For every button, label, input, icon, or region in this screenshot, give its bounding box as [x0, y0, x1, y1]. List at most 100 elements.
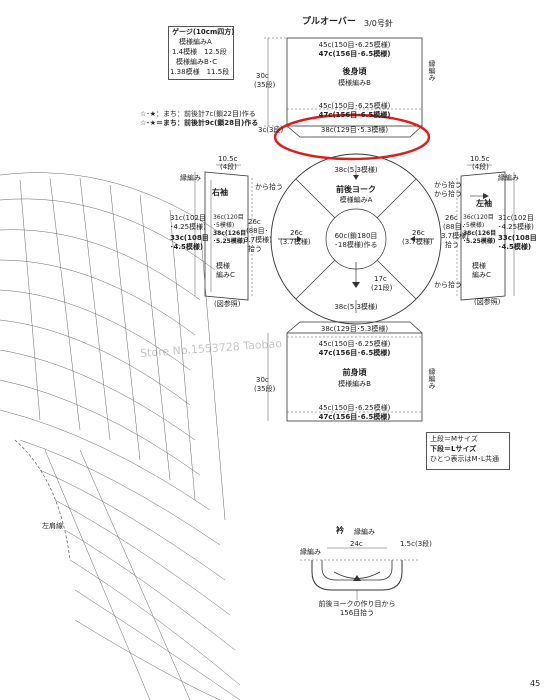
right-sleeve-width: 10.5c	[218, 155, 238, 163]
pullover-title: プルオーバー	[302, 17, 356, 27]
size-note-box	[426, 432, 510, 470]
right-sleeve-width-rows: (4段)	[220, 163, 237, 171]
left-sleeve-pick-count: 26c	[445, 214, 458, 222]
right-sleeve-height-m: 31c(102目	[170, 214, 206, 222]
yoke-right: 26c	[412, 229, 425, 237]
front-label: 前身頃	[342, 368, 367, 377]
left-sleeve-height-l2: ･4.5模様)	[498, 243, 532, 251]
back-ribbing: 縁編み	[428, 60, 436, 81]
left-sleeve-inner-l2: ･5.25模様)	[463, 238, 496, 245]
right-sleeve-pick: から拾う	[255, 183, 283, 191]
back-bottom-l: 47c(156目･6.5模様)	[318, 111, 391, 119]
left-sleeve-inner-l: 38c(126目	[463, 230, 497, 237]
left-sleeve-pattern: 模様	[472, 262, 486, 270]
left-sleeve-pick-count4: 拾う	[445, 241, 459, 249]
front-top-m: 45c(150目･6.25模様)	[318, 340, 391, 348]
right-sleeve-inner-l: 38c(126目	[213, 230, 247, 237]
front-pattern: 模様編みB	[338, 380, 371, 388]
yoke-center-chain2: ･18模様)作る	[334, 241, 378, 249]
left-sleeve-inner-m: 36c(120目	[463, 214, 494, 221]
right-sleeve-title: 右袖	[212, 188, 228, 197]
right-sleeve-pick-count4: 拾う	[248, 245, 262, 253]
right-sleeve-ribbing: 縁編み	[180, 174, 201, 182]
front-height: 30c	[256, 376, 269, 384]
note-l: ☆･★＝まち：前後計9c(鎖28目)作る	[140, 119, 259, 127]
left-sleeve-pick-mid: から拾う	[434, 190, 462, 198]
note-m: ☆･★：まち：前後計7c(鎖22目)作る	[140, 110, 256, 118]
yoke-right-pattern: (3.7模様)	[402, 238, 433, 246]
gauge-line: 1.4模様 12.5段	[172, 48, 227, 56]
collar-pick: 前後ヨークの作り目から	[318, 600, 396, 608]
back-top-m: 45c(150目･6.25模様)	[318, 41, 391, 49]
yoke-depth: 17c	[374, 275, 387, 283]
left-sleeve-pattern2: 編みC	[472, 271, 491, 279]
right-sleeve-inner-m: 36c(120目	[213, 214, 244, 221]
collar-pick2: 156目拾う	[339, 609, 375, 617]
size-note-m: 上段＝Mサイズ	[430, 435, 478, 443]
right-sleeve-inner-m2: ･5模様)	[213, 222, 235, 229]
right-sleeve-pattern2: 編みC	[216, 271, 235, 279]
back-top-l: 47c(156目･6.5模様)	[318, 50, 391, 58]
page-number: 45	[530, 679, 541, 688]
back-panel-outline	[286, 37, 423, 127]
left-sleeve-ref: (図参照)	[474, 298, 501, 306]
front-height-rows: (35段)	[254, 385, 276, 393]
left-sleeve-height-l: 33c(108目	[498, 234, 537, 242]
left-sleeve-inner-m2: ･5模様)	[463, 222, 485, 229]
left-sleeve-pick-count3: 3.7模様)	[441, 232, 469, 240]
left-sleeve-ribbing: 縁編み	[498, 174, 519, 182]
back-pattern: 模様編みB	[338, 79, 371, 87]
right-sleeve-pick-count2: (88目･	[246, 227, 269, 235]
right-sleeve-pattern: 模様	[216, 262, 230, 270]
right-sleeve-height-l: 33c(108目	[170, 234, 209, 242]
left-sleeve-title: 左袖	[476, 199, 492, 208]
gauge-line: 模様編みA	[179, 38, 212, 46]
left-sleeve-width-rows: (4段)	[472, 163, 489, 171]
gauge-box	[168, 26, 234, 80]
collar-side: 1.5c(3段)	[400, 540, 432, 548]
yoke-left: 26c	[290, 229, 303, 237]
back-side-rows: 3c(3段)	[258, 126, 284, 134]
gauge-line: 模様編みB･C	[176, 58, 218, 66]
left-sleeve-pick-bottom: から拾う	[434, 281, 462, 289]
collar-title: 衿	[336, 526, 344, 535]
right-sleeve-height-m2: ･4.25模様)	[170, 223, 206, 231]
front-panel-outline	[286, 332, 423, 422]
right-sleeve-ref: (図参照)	[214, 300, 241, 308]
front-top-l: 47c(156目･6.5模様)	[318, 349, 391, 357]
left-sleeve-pick-top: から拾う	[434, 181, 462, 189]
front-ribbing: 縁編み	[428, 368, 436, 389]
right-sleeve-pick-count3: 3.7模様)	[244, 236, 272, 244]
yoke-bottom: 38c(5.3模様)	[334, 303, 378, 311]
size-note-l: 下段＝Lサイズ	[430, 445, 477, 453]
front-bottom-m: 45c(150目･6.25模様)	[318, 404, 391, 412]
right-sleeve-outline	[204, 171, 249, 301]
hook-size: 3/0号針	[364, 19, 393, 28]
right-sleeve-inner-l2: ･5.25模様)	[213, 238, 246, 245]
front-bottom-l: 47c(156目･6.5模様)	[318, 413, 391, 421]
yoke-pattern: 模様編みA	[339, 196, 373, 204]
left-sleeve-width: 10.5c	[470, 155, 490, 163]
back-height: 30c	[256, 72, 269, 80]
left-sleeve-pick-count2: (88目･	[443, 223, 466, 231]
stitch-chart	[0, 172, 241, 700]
collar-width: 24c	[350, 540, 363, 548]
gauge-line: 1.38模様 11.5段	[170, 68, 230, 76]
front-neck: 38c(129目･5.3模様)	[320, 325, 389, 333]
gauge-title: ゲージ(10cm四方)	[172, 28, 235, 36]
yoke-depth-rows: (21段)	[371, 284, 393, 292]
yoke-center-chain: 60c(鎖180目	[334, 232, 378, 240]
yoke-top: 38c(5.3模様)	[334, 166, 378, 174]
shoulder-line-label: 左肩線	[42, 522, 63, 530]
highlight-ellipse	[273, 113, 431, 161]
left-sleeve-height-m2: ･4.25模様)	[498, 223, 534, 231]
left-sleeve-outline	[460, 171, 506, 301]
back-label: 後身頃	[342, 67, 367, 76]
collar-subtitle: 縁編み	[354, 528, 375, 536]
back-bottom-m: 45c(150目･6.25模様)	[318, 102, 391, 110]
yoke-title: 前後ヨーク	[336, 185, 376, 194]
right-sleeve-height-l2: ･4.5模様)	[170, 243, 204, 251]
right-sleeve-pick-count: 26c	[248, 218, 261, 226]
collar-ribbing: 縁編み	[300, 548, 321, 556]
